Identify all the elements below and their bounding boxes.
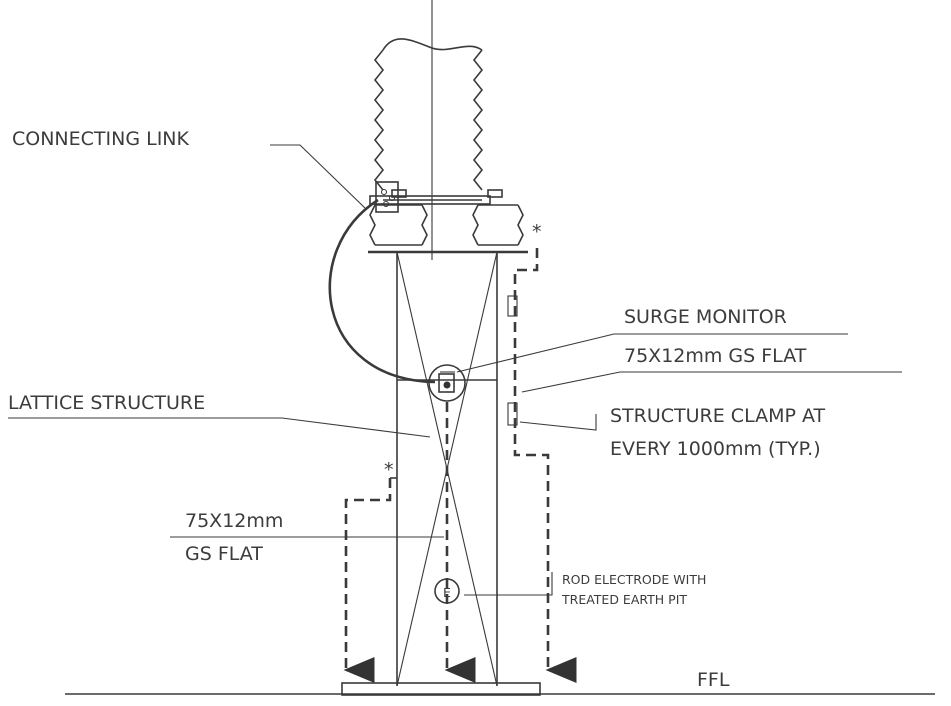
asterisk-right: *: [532, 221, 542, 243]
label-lattice-structure: LATTICE STRUCTURE: [8, 392, 205, 414]
arrester-body: [373, 38, 484, 201]
asterisk-left: *: [384, 459, 394, 481]
label-rod-electrode-2: TREATED EARTH PIT: [561, 592, 687, 607]
base-insulators: [368, 189, 528, 254]
label-gs-flat-right: 75X12mm GS FLAT: [624, 345, 807, 367]
label-gs-flat-left-2: GS FLAT: [185, 543, 263, 565]
leader-lattice-structure: [8, 417, 431, 438]
leader-gs-flat-right: [521, 371, 902, 393]
gs-flat-right: [507, 248, 577, 683]
label-structure-clamp-2: EVERY 1000mm (TYP.): [610, 438, 821, 460]
leader-surge-monitor: [456, 333, 848, 373]
label-connecting-link: CONNECTING LINK: [12, 128, 190, 150]
surge-monitor: [428, 364, 466, 402]
base-plate: [341, 682, 541, 696]
leader-connecting-link: [270, 144, 366, 209]
leader-structure-clamp: [519, 414, 597, 431]
label-surge-monitor: SURGE MONITOR: [624, 306, 787, 328]
connecting-link-arc: [328, 198, 436, 384]
label-ffl: FFL: [697, 669, 730, 691]
label-rod-electrode-1: ROD ELECTRODE WITH: [562, 572, 706, 587]
label-structure-clamp-1: STRUCTURE CLAMP AT: [610, 405, 825, 427]
label-gs-flat-left-1: 75X12mm: [185, 510, 283, 532]
electrode-symbol-text: E: [443, 585, 451, 600]
gs-flat-left: [343, 478, 392, 683]
leader-rod-electrode: [464, 572, 553, 596]
earth-electrode-symbol: E: [434, 578, 460, 604]
